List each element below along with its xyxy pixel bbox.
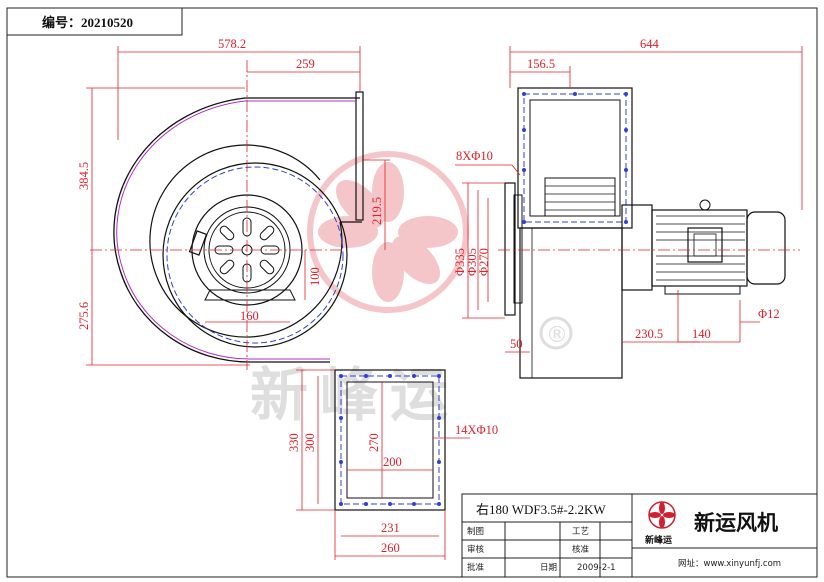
dim-outlet-w-inner: 200 <box>383 455 402 469</box>
dim-outlet-offset: 259 <box>296 57 315 71</box>
dim-outlet-w-mid: 231 <box>381 521 400 535</box>
dim-height-lower: 275.6 <box>77 302 91 330</box>
title-block <box>461 493 818 578</box>
dim-d3: Φ270 <box>477 248 491 276</box>
dim-outlet-h-outer: 330 <box>287 433 301 452</box>
dim-outlet-h-inner: 270 <box>367 433 381 452</box>
label-verify: 核准 <box>572 544 590 555</box>
dim-shaft: Φ12 <box>758 307 780 321</box>
outlet-view-dimensions <box>296 369 470 560</box>
label-approved: 批准 <box>467 562 485 573</box>
logo-caption: 新峰运 <box>645 534 673 546</box>
watermark-brand: 新峰运 <box>250 361 460 429</box>
dim-base-offset: 100 <box>308 267 322 286</box>
fan-cover <box>746 211 786 285</box>
volute-outer <box>113 97 360 363</box>
dim-outlet-holes: 14XΦ10 <box>455 423 498 437</box>
dim-motor-base: 230.5 <box>635 327 663 341</box>
dim-base-width: 160 <box>240 309 259 323</box>
company-website: 网址：www.xinyunfj.com <box>678 558 781 569</box>
outlet-outer <box>334 369 446 511</box>
motor-feet <box>664 285 741 295</box>
dim-gap: 50 <box>510 337 523 351</box>
outlet-plate <box>355 91 364 221</box>
dim-height-upper: 384.5 <box>77 162 91 190</box>
dim-outlet-w-outer: 260 <box>381 541 400 555</box>
front-view <box>498 87 800 379</box>
base-frame <box>204 289 296 301</box>
company-logo: 新峰运 <box>645 501 676 546</box>
drawing-number: 编号：20210520 <box>42 15 133 30</box>
side-view <box>90 60 364 370</box>
flange-bolts <box>522 92 628 224</box>
title-model: 右180 WDF3.5#-2.2KW <box>476 502 606 517</box>
outlet-bolts <box>339 374 441 506</box>
casing <box>519 227 623 379</box>
dim-outlet-h-mid: 300 <box>303 433 317 452</box>
outlet-view-dimension-text: 330 300 270 200 231 260 14XΦ10 <box>287 423 498 555</box>
dim-outlet-height: 219.5 <box>370 197 384 225</box>
dim-bolt-holes: 8XΦ10 <box>456 149 493 163</box>
label-drawn: 制图 <box>467 526 484 537</box>
side-view-dimension-text: 578.2 259 384.5 275.6 219.5 100 160 <box>77 37 384 330</box>
terminal-box <box>687 227 723 263</box>
dim-total-width: 578.2 <box>218 37 246 51</box>
company-name: 新运风机 <box>694 511 778 535</box>
damper <box>544 177 616 217</box>
front-view-dimension-text: 644 156.5 8XΦ10 Φ335 Φ305 Φ270 50 230.5 … <box>453 37 780 351</box>
side-view-dimensions <box>86 46 390 366</box>
header-box <box>6 7 183 36</box>
label-checked: 审核 <box>467 544 485 555</box>
value-date: 2009-2-1 <box>577 563 616 573</box>
dim-flange-width: 156.5 <box>527 57 555 71</box>
watermark: 新峰运 ® <box>250 151 573 429</box>
label-date: 日期 <box>540 563 557 573</box>
volute-inner <box>149 144 343 338</box>
outlet-view <box>334 369 446 511</box>
volute-outer-magenta <box>116 100 355 360</box>
drawing-frame <box>6 7 818 578</box>
dim-motor-total: 644 <box>640 37 660 51</box>
label-process: 工艺 <box>572 527 589 537</box>
lifting-eye <box>699 199 711 211</box>
front-view-dimensions <box>455 46 803 353</box>
dim-d2: Φ305 <box>465 248 479 276</box>
outlet-inner <box>346 381 434 499</box>
dim-d1: Φ335 <box>453 248 467 276</box>
dim-motor-feet: 140 <box>692 327 711 341</box>
watermark-registered: ® <box>546 323 568 348</box>
scroll-hidden <box>166 166 344 344</box>
inlet-flange <box>504 182 516 316</box>
scroll-circle <box>162 162 348 348</box>
motor-body <box>651 209 748 287</box>
